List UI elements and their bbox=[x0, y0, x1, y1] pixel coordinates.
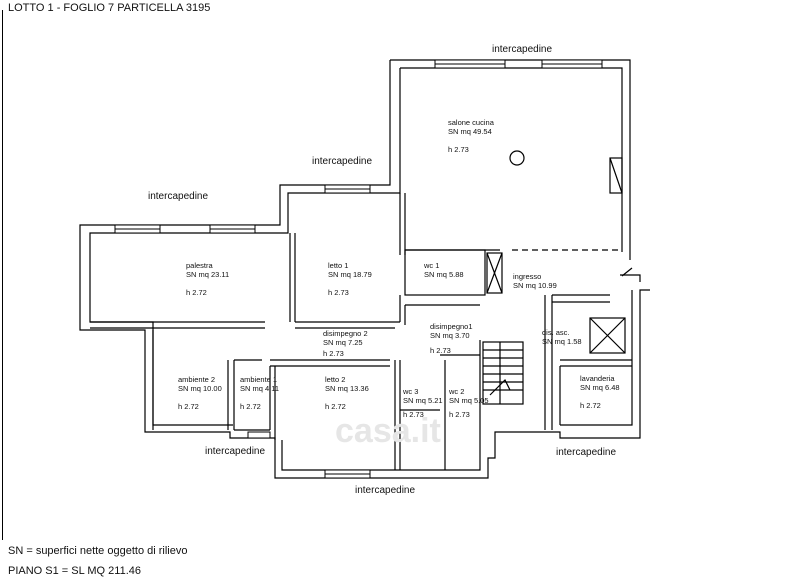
room-wc-2: wc 2 SN mq 5.05 h 2.73 bbox=[449, 387, 489, 419]
room-height: h 2.73 bbox=[403, 410, 424, 419]
room-name: lavanderia bbox=[580, 374, 615, 383]
room-height: h 2.73 bbox=[323, 349, 344, 358]
room-area: SN mq 10.00 bbox=[178, 384, 222, 393]
room-area: SN mq 5.05 bbox=[449, 396, 489, 405]
room-height: h 2.72 bbox=[240, 402, 261, 411]
room-height: h 2.72 bbox=[325, 402, 346, 411]
room-dis-asc: dis. asc. SN mq 1.58 bbox=[542, 328, 582, 346]
room-name: letto 1 bbox=[328, 261, 349, 270]
room-lavanderia: lavanderia SN mq 6.48 h 2.72 bbox=[580, 374, 620, 410]
room-area: SN mq 13.36 bbox=[325, 384, 369, 393]
room-salone-cucina: salone cucina SN mq 49.54 h 2.73 bbox=[448, 118, 494, 154]
room-ambiente-2: ambiente 2 SN mq 10.00 h 2.72 bbox=[178, 375, 222, 411]
room-disimpegno-2: disimpegno 2 SN mq 7.25 h 2.73 bbox=[323, 329, 368, 358]
room-ambiente-1: ambiente 1 SN mq 4.11 h 2.72 bbox=[240, 375, 279, 411]
room-area: SN mq 1.58 bbox=[542, 337, 582, 346]
room-height: h 2.72 bbox=[178, 402, 199, 411]
room-ingresso: ingresso SN mq 10.99 bbox=[513, 272, 557, 290]
room-name: disimpegno 2 bbox=[323, 329, 368, 338]
page-title: LOTTO 1 - FOGLIO 7 PARTICELLA 3195 bbox=[8, 2, 211, 14]
room-wc-1: wc 1 SN mq 5.88 bbox=[424, 261, 464, 279]
room-palestra: palestra SN mq 23.11 h 2.72 bbox=[186, 261, 229, 297]
room-height: h 2.72 bbox=[580, 401, 601, 410]
windows bbox=[114, 59, 603, 479]
room-name: letto 2 bbox=[325, 375, 346, 384]
room-area: SN mq 6.48 bbox=[580, 383, 620, 392]
room-area: SN mq 5.21 bbox=[403, 396, 443, 405]
room-letto-2: letto 2 SN mq 13.36 h 2.72 bbox=[325, 375, 369, 411]
label-intercapedine-top: intercapedine bbox=[492, 44, 553, 55]
room-name: disimpegno1 bbox=[430, 322, 473, 331]
room-height: h 2.73 bbox=[449, 410, 470, 419]
room-name: salone cucina bbox=[448, 118, 494, 127]
room-name: ambiente 2 bbox=[178, 375, 216, 384]
room-name: palestra bbox=[186, 261, 213, 270]
room-name: dis. asc. bbox=[542, 328, 570, 337]
room-area: SN mq 10.99 bbox=[513, 281, 557, 290]
label-intercapedine-bottom: intercapedine bbox=[355, 485, 416, 496]
room-area: SN mq 3.70 bbox=[430, 331, 470, 340]
room-disimpegno1: disimpegno1 SN mq 3.70 h 2.73 bbox=[430, 322, 473, 355]
room-height: h 2.73 bbox=[448, 145, 469, 154]
room-name: wc 3 bbox=[403, 387, 419, 396]
room-wc-3: wc 3 SN mq 5.21 h 2.73 bbox=[403, 387, 443, 419]
room-name: wc 2 bbox=[449, 387, 465, 396]
legend-text: SN = superfici nette oggetto di rilievo bbox=[8, 545, 188, 557]
room-name: wc 1 bbox=[424, 261, 440, 270]
label-intercapedine-mid: intercapedine bbox=[312, 156, 373, 167]
room-area: SN mq 5.88 bbox=[424, 270, 464, 279]
room-height: h 2.73 bbox=[430, 346, 451, 355]
room-area: SN mq 23.11 bbox=[186, 270, 230, 279]
label-intercapedine-bottom-left: intercapedine bbox=[205, 446, 266, 457]
total-area-text: PIANO S1 = SL MQ 211.46 bbox=[8, 565, 141, 577]
label-intercapedine-bottom-right: intercapedine bbox=[556, 447, 617, 458]
room-area: SN mq 4.11 bbox=[240, 384, 280, 393]
room-area: SN mq 7.25 bbox=[323, 338, 363, 347]
room-name: ingresso bbox=[513, 272, 542, 281]
room-letto-1: letto 1 SN mq 18.79 h 2.73 bbox=[328, 261, 372, 297]
room-height: h 2.72 bbox=[186, 288, 207, 297]
room-area: SN mq 49.54 bbox=[448, 127, 492, 136]
room-name: ambiente 1 bbox=[240, 375, 278, 384]
watermark: casa.it bbox=[335, 412, 441, 450]
room-height: h 2.73 bbox=[328, 288, 349, 297]
label-intercapedine-left: intercapedine bbox=[148, 191, 209, 202]
room-area: SN mq 18.79 bbox=[328, 270, 372, 279]
